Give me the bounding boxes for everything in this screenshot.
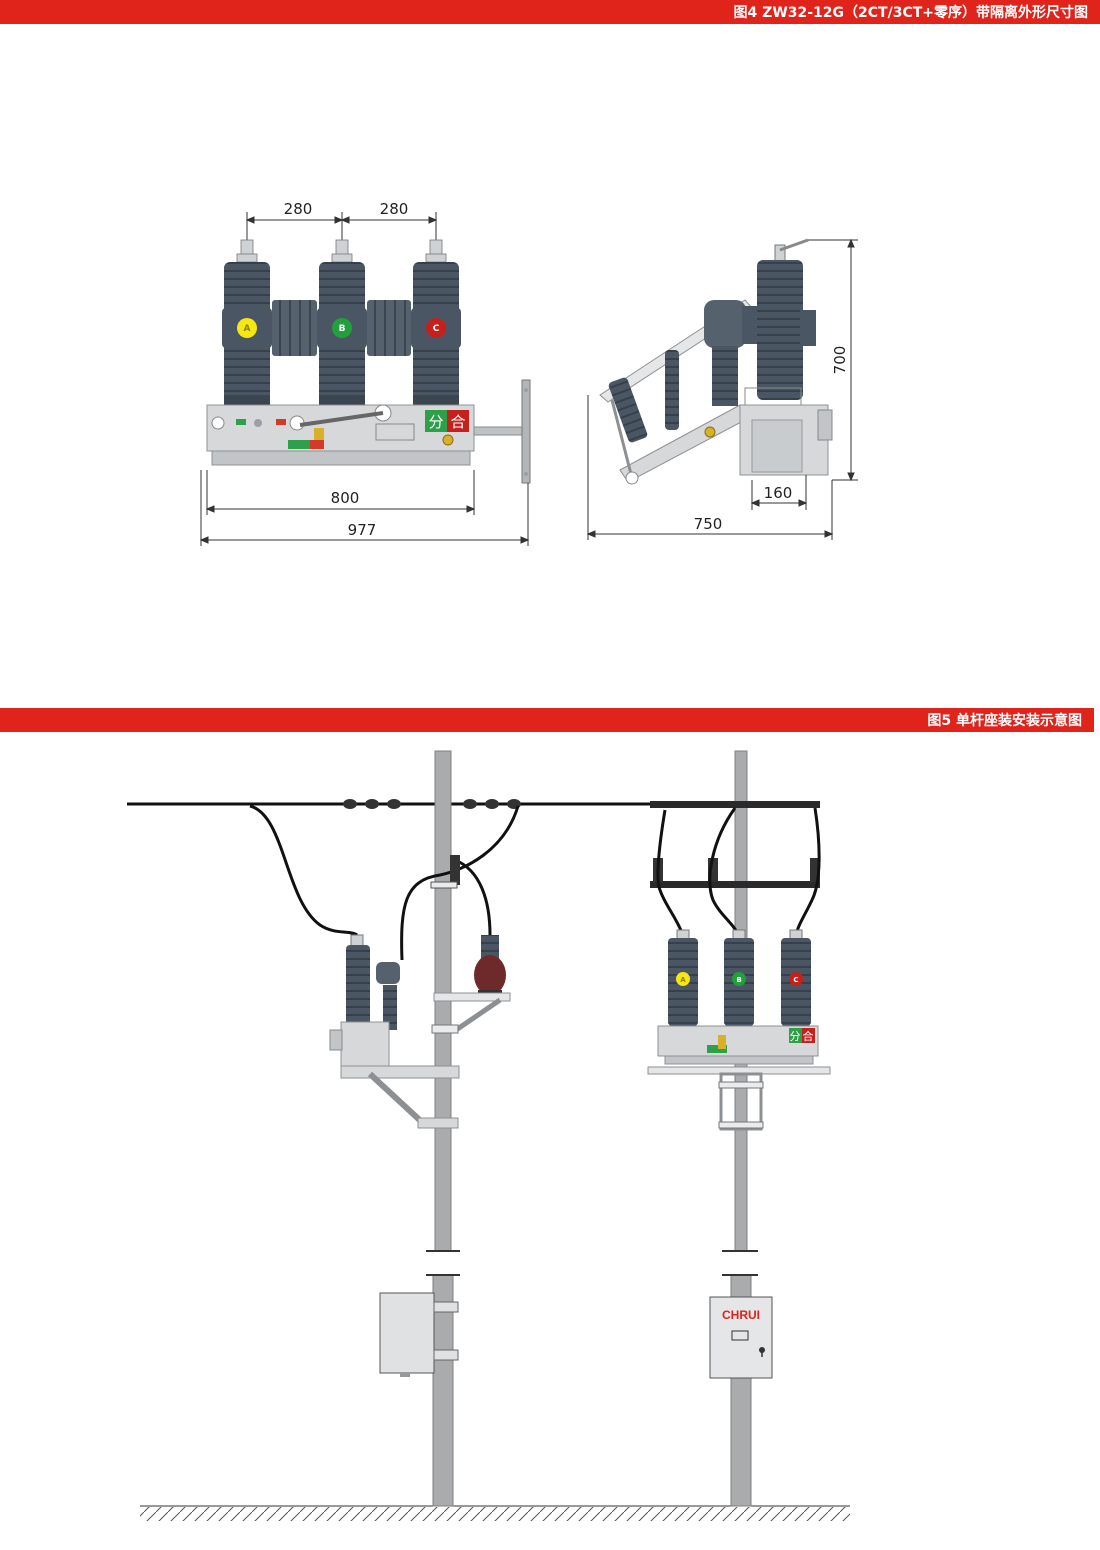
height-label: 700	[831, 346, 849, 375]
phase-a-label: A	[244, 324, 251, 334]
lower-crossarm	[650, 881, 820, 888]
right-open-sign-label: 分	[790, 1030, 801, 1043]
spacing-label-1: 280	[284, 200, 313, 218]
base-depth-label: 160	[764, 484, 793, 502]
figure5-banner: 图5 单杆座装安装示意图	[0, 708, 1094, 732]
right-phase-b-marker	[732, 972, 746, 986]
right-phase-c-label: C	[793, 976, 798, 984]
left-control-box	[379, 1292, 459, 1377]
phase-b-label: B	[339, 324, 346, 334]
upper-crossarm	[650, 801, 820, 808]
terminals	[236, 239, 447, 263]
front-view: 280 280	[199, 200, 531, 546]
phase-c-label: C	[433, 324, 440, 334]
base-width-label: 800	[331, 489, 360, 507]
pole-spacing-dimension	[245, 212, 438, 240]
open-sign-label: 分	[428, 413, 443, 431]
mounting-plate	[473, 379, 531, 484]
right-phase-c-marker	[789, 972, 803, 986]
height-dimension	[808, 238, 858, 482]
overall-width-label: 977	[348, 521, 377, 539]
open-sign	[425, 410, 447, 432]
right-control-box	[709, 1296, 773, 1379]
left-voltage-transformer	[431, 935, 511, 1034]
right-phase-a-label: A	[680, 976, 686, 984]
right-close-sign	[802, 1028, 815, 1043]
right-phase-b-label: B	[736, 976, 741, 984]
phase-c-marker	[426, 318, 446, 338]
depth-dimensions	[586, 395, 834, 540]
close-sign	[447, 410, 469, 432]
figure5-title: 图5 单杆座装安装示意图	[927, 713, 1082, 729]
right-close-sign-label: 合	[803, 1029, 814, 1043]
ground	[140, 1505, 850, 1521]
control-box-brand: CHRUI	[722, 1308, 760, 1322]
phase-a-marker	[237, 318, 257, 338]
figure4-banner: 图4 ZW32-12G（2CT/3CT+零序）带隔离外形尺寸图	[0, 0, 1100, 24]
phase-b-marker	[332, 318, 352, 338]
close-sign-label: 合	[450, 413, 465, 431]
width-dimensions	[199, 470, 530, 546]
side-view: 700 160 750	[586, 238, 858, 540]
spacing-label-2: 280	[380, 200, 409, 218]
right-open-sign	[789, 1028, 802, 1043]
bellows-connectors	[272, 300, 411, 356]
right-phase-a-marker	[676, 972, 690, 986]
depth-label: 750	[694, 515, 723, 533]
left-breaker	[329, 934, 460, 1129]
figure4-title: 图4 ZW32-12G（2CT/3CT+零序）带隔离外形尺寸图	[733, 5, 1088, 21]
